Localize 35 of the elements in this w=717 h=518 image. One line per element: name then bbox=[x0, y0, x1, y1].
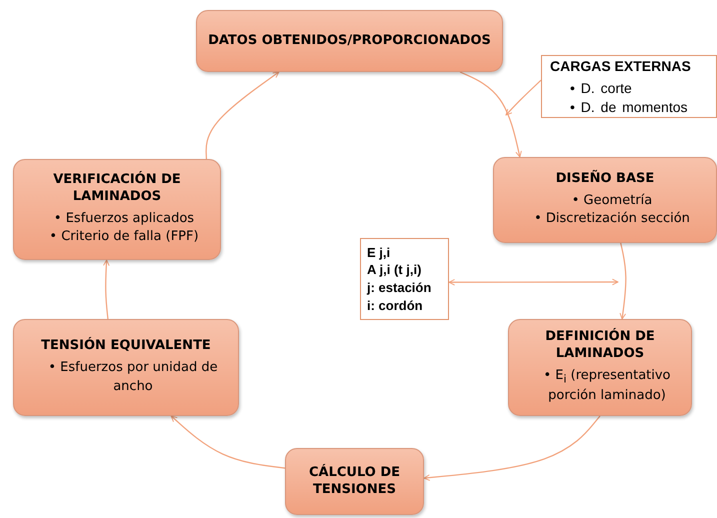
arrow bbox=[460, 71, 522, 158]
process-box bbox=[493, 157, 717, 243]
arrow bbox=[506, 80, 542, 116]
variable-text: A j,i (t j,i) bbox=[367, 261, 422, 279]
bullet-item: • Discretización sección bbox=[534, 210, 690, 228]
note-box bbox=[541, 55, 717, 118]
node-title: DEFINICIÓN DE LAMINADOS bbox=[544, 329, 656, 363]
variable-text: i: cordón bbox=[367, 296, 423, 314]
arrow bbox=[424, 416, 600, 481]
process-box bbox=[13, 159, 221, 260]
bullet-item: • Esfuerzos por unidad de ancho bbox=[47, 359, 219, 396]
bullet-item: • D. corte bbox=[569, 79, 633, 98]
arrow bbox=[448, 278, 618, 286]
arrow bbox=[103, 260, 110, 320]
variable-text: j: estación bbox=[367, 279, 432, 297]
node-title: CÁLCULO DE TENSIONES bbox=[308, 464, 402, 498]
process-box bbox=[508, 319, 692, 416]
process-box bbox=[196, 10, 503, 72]
process-box bbox=[285, 448, 424, 515]
process-box bbox=[13, 319, 239, 416]
node-title: TENSIÓN EQUIVALENTE bbox=[41, 338, 211, 356]
arrow bbox=[170, 416, 286, 469]
node-title: DISEÑO BASE bbox=[556, 170, 654, 188]
note-box bbox=[360, 238, 449, 320]
bullet-item: • Esfuerzos aplicados bbox=[52, 210, 196, 228]
arrow bbox=[620, 242, 626, 320]
bullet-item: • E$_{i}$ (representativo porción laminado) bbox=[542, 366, 672, 406]
bullet-item: • Geometría bbox=[570, 192, 654, 210]
node-title: CARGAS EXTERNAS bbox=[550, 57, 691, 76]
bullet-item: • Criterio de falla (FPF) bbox=[49, 228, 199, 246]
variable-text: E j,i bbox=[367, 244, 390, 262]
node-title: VERIFICACIÓN DE LAMINADOS bbox=[52, 172, 182, 206]
node-title: DATOS OBTENIDOS/PROPORCIONADOS bbox=[208, 32, 491, 50]
arrow bbox=[206, 72, 280, 160]
bullet-item: • D. de momentos bbox=[569, 98, 688, 116]
